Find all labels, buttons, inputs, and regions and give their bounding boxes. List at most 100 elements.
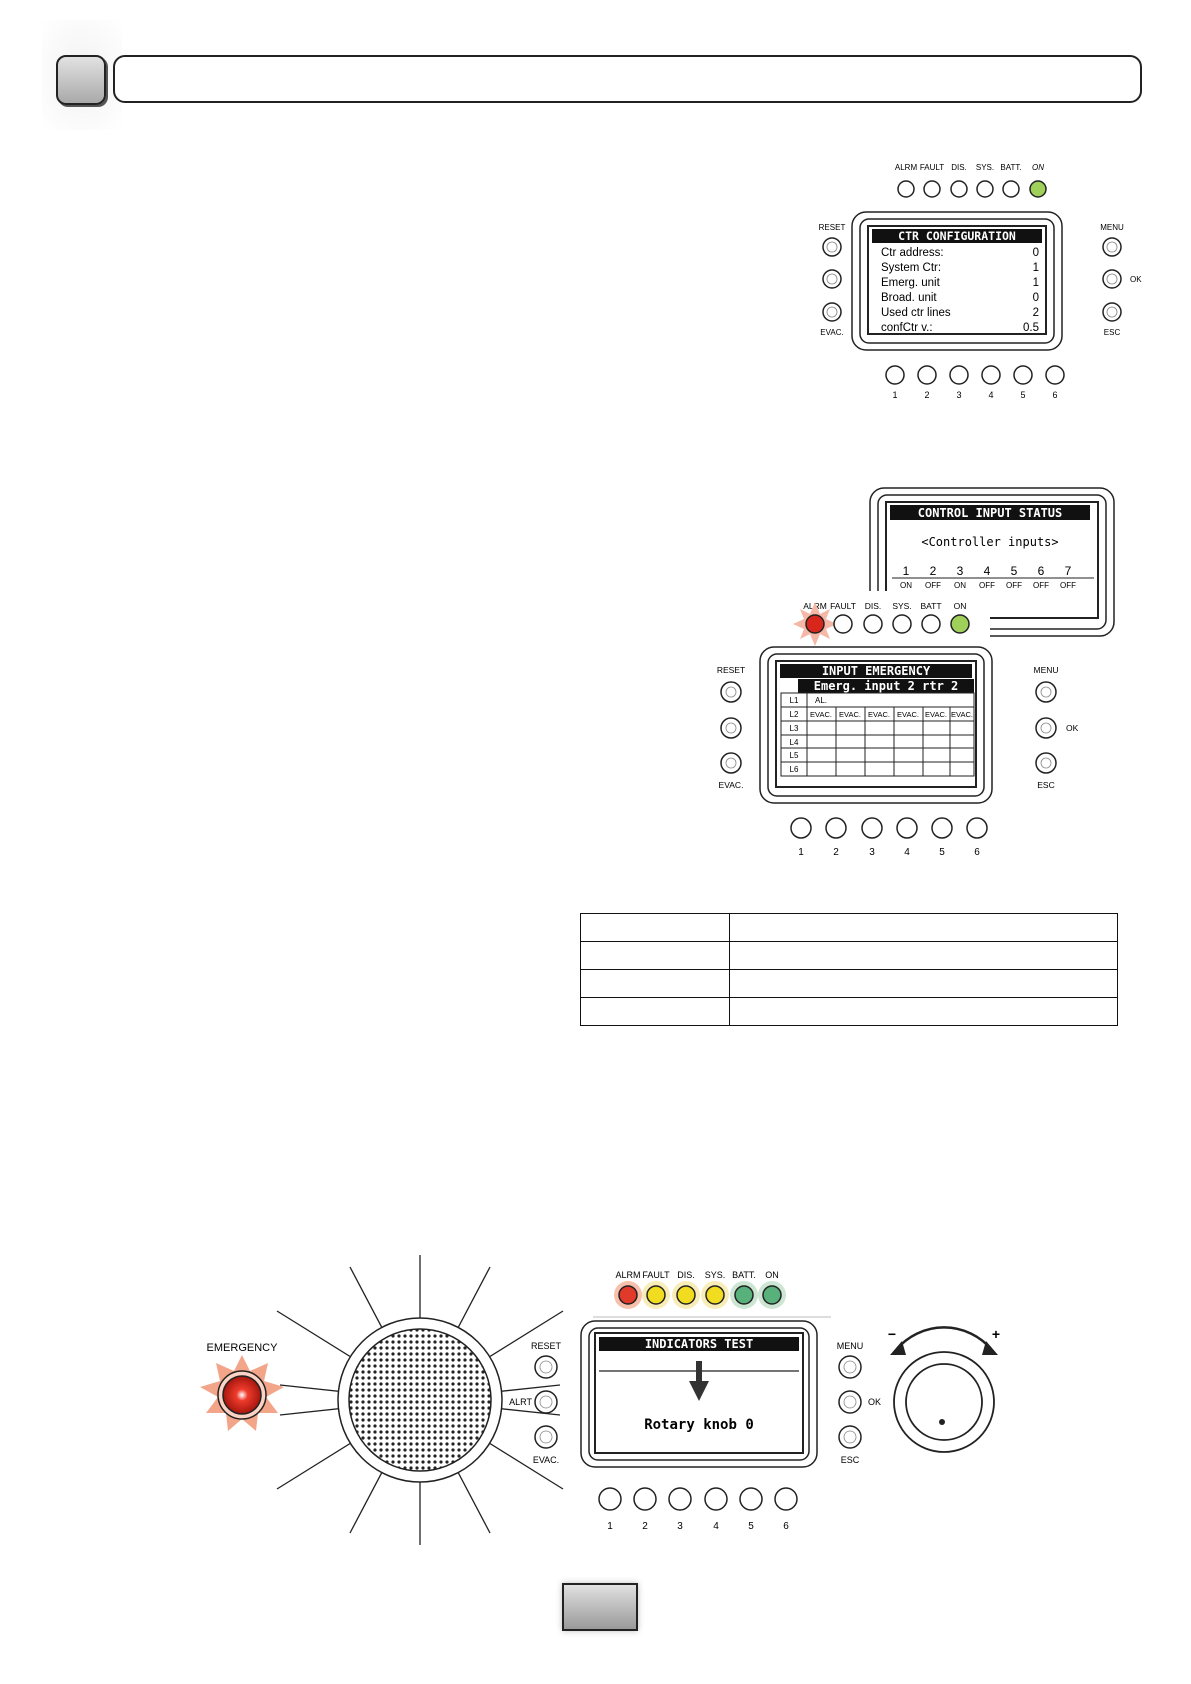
emergency-button[interactable] <box>222 1375 262 1415</box>
menu-button[interactable] <box>1035 681 1057 703</box>
number-label: 5 <box>1020 390 1025 400</box>
led-alrm-active <box>805 614 825 634</box>
led-sys <box>892 614 912 634</box>
led-label-on: ON <box>765 1270 779 1280</box>
ok-button[interactable] <box>1035 717 1057 739</box>
input-number: 4 <box>984 564 991 578</box>
emergency-title-bar <box>780 664 972 678</box>
number-button-6[interactable] <box>774 1487 798 1511</box>
input-state: OFF <box>1060 581 1076 590</box>
menu-button[interactable] <box>838 1355 862 1379</box>
indicators-test-panel: EMERGENCY ALRM FAULT DIS. SYS. BATT. ON <box>200 1255 1000 1545</box>
input-state: ON <box>954 581 966 590</box>
panel1-title-bar <box>872 229 1042 243</box>
input-number: 7 <box>1065 564 1072 578</box>
esc-button[interactable] <box>1035 752 1057 774</box>
grid-cell: EVAC. <box>839 710 861 719</box>
led-dis <box>676 1285 696 1305</box>
rotary-knob: − + <box>888 1326 1000 1453</box>
ok-label: OK <box>868 1397 881 1407</box>
page-tab <box>562 1583 638 1631</box>
alrt-button[interactable] <box>534 1390 558 1414</box>
chapter-square <box>56 55 106 105</box>
led-fault <box>923 180 941 198</box>
emergency-screen-subtitle: Emerg. input 2 rtr 2 <box>814 679 959 693</box>
number-button-2[interactable] <box>917 365 937 385</box>
number-button-1[interactable] <box>598 1487 622 1511</box>
knob-indicator-dot <box>939 1419 945 1425</box>
number-button-2[interactable] <box>633 1487 657 1511</box>
line-label: L4 <box>790 738 799 747</box>
alrt-button[interactable] <box>720 717 742 739</box>
number-button-5[interactable] <box>739 1487 763 1511</box>
number-button-3[interactable] <box>949 365 969 385</box>
led-label-alrm: ALRM <box>615 1270 640 1280</box>
input-state: OFF <box>925 581 941 590</box>
rotary-knob-dial[interactable] <box>905 1363 983 1441</box>
number-button-5[interactable] <box>1013 365 1033 385</box>
speaker-grill <box>348 1328 492 1472</box>
panel3-led-row: ALRM FAULT DIS. SYS. BATT. ON <box>614 1270 786 1309</box>
number-label: 6 <box>974 847 980 858</box>
number-button-2[interactable] <box>825 817 847 839</box>
grid-cell: EVAC. <box>810 710 832 719</box>
alrt-button[interactable] <box>822 269 842 289</box>
evac-button[interactable] <box>534 1425 558 1449</box>
indicators-title-bar <box>599 1337 799 1351</box>
reset-label: RESET <box>819 223 846 232</box>
number-label: 1 <box>798 847 804 858</box>
grid-cell: EVAC. <box>925 710 947 719</box>
number-button-6[interactable] <box>1045 365 1065 385</box>
emergency-label: EMERGENCY <box>207 1342 279 1354</box>
led-label-sys: SYS. <box>892 601 911 611</box>
number-label: 6 <box>783 1521 789 1532</box>
reset-button[interactable] <box>534 1355 558 1379</box>
grid-cell: EVAC. <box>897 710 919 719</box>
input-state-row: ON OFF ON OFF OFF OFF OFF <box>900 581 1076 590</box>
ok-button[interactable] <box>838 1390 862 1414</box>
number-label: 1 <box>892 390 897 400</box>
led-dis <box>950 180 968 198</box>
esc-button[interactable] <box>1102 302 1122 322</box>
panel2-led-row: ALRM FAULT DIS. SYS. BATT ON <box>793 601 970 646</box>
led-fault <box>646 1285 666 1305</box>
table-row <box>580 969 1118 998</box>
indicators-screen-title: INDICATORS TEST <box>645 1337 753 1351</box>
config-row-label: Broad. unit <box>881 292 937 304</box>
reset-button[interactable] <box>822 237 842 257</box>
ok-button[interactable] <box>1102 269 1122 289</box>
number-button-4[interactable] <box>896 817 918 839</box>
esc-label: ESC <box>1037 780 1054 790</box>
led-label-fault: FAULT <box>642 1270 670 1280</box>
esc-label: ESC <box>841 1455 860 1465</box>
evac-button[interactable] <box>822 302 842 322</box>
config-row-label: Used ctr lines <box>881 307 951 319</box>
number-button-4[interactable] <box>704 1487 728 1511</box>
number-label: 5 <box>939 847 945 858</box>
led-label-alrm: ALRM <box>895 163 918 172</box>
table-row <box>580 913 1118 942</box>
grid-cell: AL. <box>815 696 827 705</box>
number-button-3[interactable] <box>861 817 883 839</box>
panel1-screen <box>867 225 1047 335</box>
line-label: L5 <box>790 751 799 760</box>
evac-button[interactable] <box>720 752 742 774</box>
input-number: 1 <box>903 564 910 578</box>
number-button-3[interactable] <box>668 1487 692 1511</box>
number-button-5[interactable] <box>931 817 953 839</box>
number-button-1[interactable] <box>885 365 905 385</box>
panel1-led-row: ALRM FAULT DIS. SYS. BATT. ON <box>895 163 1047 198</box>
number-label: 2 <box>642 1521 648 1532</box>
menu-button[interactable] <box>1102 237 1122 257</box>
number-button-4[interactable] <box>981 365 1001 385</box>
emergency-grid <box>780 692 975 777</box>
config-row-value: 0 <box>1033 247 1039 259</box>
panel3-number-buttons: 1 2 3 4 5 6 <box>598 1487 798 1532</box>
esc-button[interactable] <box>838 1425 862 1449</box>
number-button-6[interactable] <box>966 817 988 839</box>
number-button-1[interactable] <box>790 817 812 839</box>
reset-button[interactable] <box>720 681 742 703</box>
number-label: 3 <box>956 390 961 400</box>
led-label-sys: SYS. <box>976 163 994 172</box>
config-row-value: 0.5 <box>1023 322 1039 334</box>
